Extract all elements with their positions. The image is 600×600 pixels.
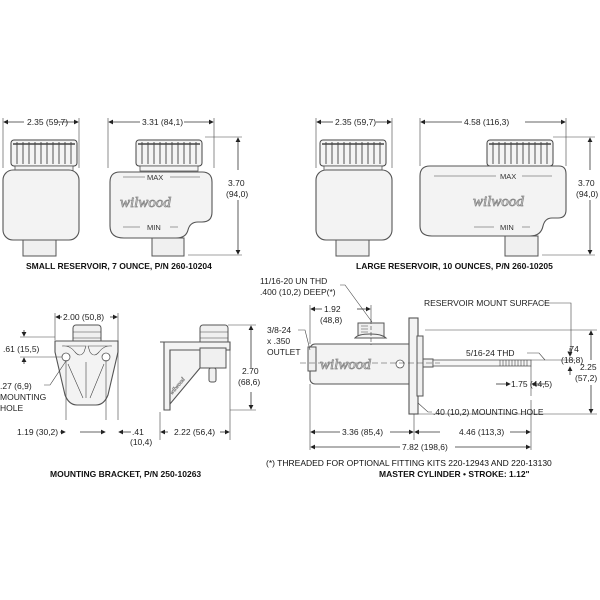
bracket-height-mm: (68,6)	[238, 377, 260, 387]
master-cylinder-body	[300, 317, 532, 415]
small-side-width: 2.35 (59,7)	[27, 117, 68, 127]
large-reservoir-side-view	[315, 139, 393, 257]
outlet-label: OUTLET	[267, 347, 301, 357]
flange-height-mm: (57,2)	[575, 373, 597, 383]
bracket-caption: MOUNTING BRACKET, P/N 250-10263	[50, 469, 201, 479]
large-min-label: MIN	[500, 223, 514, 232]
small-reservoir-side-view	[2, 139, 80, 257]
bracket-hole-spacing: 1.19 (30,2)	[17, 427, 58, 437]
bracket-hole-label-2: HOLE	[0, 403, 23, 413]
small-reservoir-logo: wilwood	[120, 195, 171, 211]
large-reservoir-dimension-lines	[315, 118, 595, 256]
small-height-in: 3.70	[228, 178, 245, 188]
bracket-edge-mm: (10,4)	[130, 437, 152, 447]
overall-length: 7.82 (198,6)	[402, 442, 448, 452]
small-min-label: MIN	[147, 223, 161, 232]
outlet-depth: x .350	[267, 336, 290, 346]
body-length: 3.36 (85,4)	[342, 427, 383, 437]
port-thread: 11/16-20 UN THD	[260, 276, 327, 286]
small-height-mm: (94,0)	[226, 189, 248, 199]
rod-offset-mm: (18,8)	[561, 355, 583, 365]
bracket-hole-label-1: MOUNTING	[0, 392, 46, 402]
master-cylinder-dimension-lines	[298, 284, 597, 450]
bracket-height-in: 2.70	[242, 366, 259, 376]
large-side-width: 2.35 (59,7)	[335, 117, 376, 127]
large-height-in: 3.70	[578, 178, 595, 188]
bracket-hole-offset: .61 (15,5)	[3, 344, 40, 354]
bracket-width-top: 2.00 (50,8)	[63, 312, 104, 322]
small-front-width: 3.31 (84,1)	[142, 117, 183, 127]
rod-offset-in: .74	[567, 344, 579, 354]
large-max-label: MAX	[500, 172, 516, 181]
rod-length: 4.46 (113,3)	[459, 427, 504, 437]
small-reservoir-dimension-lines	[2, 118, 242, 256]
bracket-edge-in: .41	[132, 427, 144, 437]
bracket-front-view	[54, 324, 119, 406]
large-reservoir-front-view	[419, 139, 567, 257]
large-front-width: 4.58 (116,3)	[464, 117, 509, 127]
bracket-dimension-lines	[20, 313, 256, 440]
small-reservoir-front-view	[109, 139, 213, 257]
master-cylinder-caption: MASTER CYLINDER • STROKE: 1.12"	[379, 469, 530, 479]
flange-height-in: 2.25	[580, 362, 597, 372]
thread-length: 1.75 (44,5)	[511, 379, 552, 389]
port-depth: .400 (10,2) DEEP(*)	[260, 287, 336, 297]
rod-thread: 5/16-24 THD	[466, 348, 515, 358]
small-max-label: MAX	[147, 173, 163, 182]
reservoir-mount-surface: RESERVOIR MOUNT SURFACE	[424, 298, 550, 308]
bracket-side-width: 2.22 (56,4)	[174, 427, 215, 437]
mounting-hole: .40 (10,2) MOUNTING HOLE	[433, 407, 544, 417]
bracket-side-view: wilwood	[160, 324, 231, 411]
large-reservoir-logo: wilwood	[473, 194, 524, 210]
outlet-thread: 3/8-24	[267, 325, 291, 335]
small-reservoir-caption: SMALL RESERVOIR, 7 OUNCE, P/N 260-10204	[26, 261, 212, 271]
port-offset-in: 1.92	[324, 304, 341, 314]
bracket-hole-size: .27 (6,9)	[0, 381, 32, 391]
large-height-mm: (94,0)	[576, 189, 598, 199]
large-reservoir-caption: LARGE RESERVOIR, 10 OUNCES, P/N 260-1020…	[356, 261, 553, 271]
cylinder-logo: wilwood	[320, 357, 371, 373]
footnote: (*) THREADED FOR OPTIONAL FITTING KITS 2…	[266, 458, 552, 468]
port-offset-mm: (48,8)	[320, 315, 342, 325]
